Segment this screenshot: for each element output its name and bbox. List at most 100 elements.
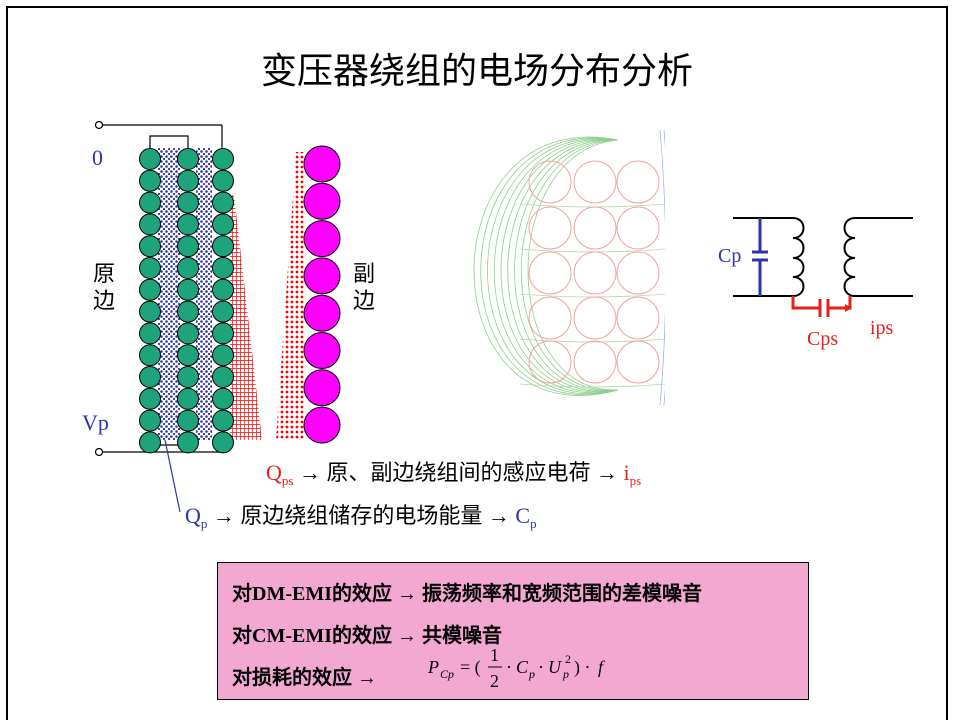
svg-text:1: 1 [490,645,499,665]
field-line [473,136,619,397]
arrow-icon: → [212,503,235,528]
field-conductor [616,340,660,384]
field-conductor [528,206,572,250]
field-line [519,248,665,253]
svg-text:U: U [548,657,562,677]
primary-turn [177,169,199,192]
terminal-vp-label: Vp [82,410,109,435]
cp-capacitor [752,218,768,296]
svg-text:p: p [562,667,569,681]
field-conductor [528,340,572,384]
field-conductor [616,206,660,250]
field-conductor [616,251,660,295]
primary-turn [212,387,234,410]
qp-pointer [164,439,181,513]
field-line [507,139,619,392]
field-conductor [573,160,617,204]
secondary-turn [303,294,341,332]
transformer-circuit [733,217,913,297]
primary-turn [212,344,234,367]
primary-turn [177,300,199,323]
primary-label: 原边 [92,261,115,313]
effect-cm-emi: 对CM-EMI的效应 → 共模噪音 [232,625,502,647]
secondary-turn [303,257,341,295]
qps-annotation: Qps → 原、副边绕组间的感应电荷 → ips [266,460,642,488]
qps-symbol: Qps [266,460,294,488]
secondary-turn [303,332,341,369]
secondary-coils [303,145,341,444]
svg-text:P: P [427,657,439,677]
field-line [676,130,682,405]
field-conductor [573,340,617,384]
qps-charge-dots [276,152,304,440]
primary-turn [139,257,161,279]
primary-turn [212,366,234,388]
primary-turn [139,322,161,345]
primary-turn [139,169,161,192]
svg-text:) ·: ) · [574,657,591,678]
secondary-label: 副边 [352,261,375,313]
effect-loss: 对损耗的效应 → [232,667,377,689]
primary-turn [212,257,234,279]
field-line [680,130,686,405]
secondary-turn [303,182,341,220]
qp-charge-region [158,148,180,440]
svg-text:f: f [598,657,606,677]
secondary-turn [303,406,341,444]
field-line [663,129,665,406]
primary-turn [212,409,234,432]
svg-text:·: · [538,657,544,677]
effects-box: 对DM-EMI的效应 → 振荡频率和宽频范围的差模噪音 对CM-EMI的效应 →… [217,562,809,700]
field-conductor [573,206,617,250]
winding-leads [94,120,223,457]
primary-turn [139,409,161,432]
svg-text:2: 2 [490,671,499,691]
primary-turn [212,148,234,170]
secondary-turn [303,220,341,258]
qps-description: 原、副边绕组间的感应电荷 [326,460,591,485]
field-conductor [528,160,572,204]
svg-text:·: · [506,657,512,677]
primary-turn [139,344,161,367]
primary-turn [139,387,161,410]
field-line [672,130,678,405]
secondary-turn [303,369,341,407]
primary-turn [177,148,199,170]
arrow-icon: → [595,460,618,485]
primary-turn [212,431,234,454]
qp-annotation: Qp → 原边绕组储存的电场能量 → Cp [185,503,537,531]
qps-charge-grid [230,195,262,440]
field-line [659,129,665,406]
primary-turn [139,300,161,323]
qp-symbol: Qp [185,503,208,531]
field-line [500,139,619,393]
field-conductor [528,296,572,340]
primary-turn [212,300,234,323]
primary-turn [212,235,234,258]
field-line [487,138,619,394]
qp-charge-region-2 [196,148,212,440]
field-line [519,338,665,343]
field-line [493,138,619,393]
ips-symbol: ips [623,460,642,488]
primary-turn [139,366,161,388]
primary-turn [139,431,161,454]
terminal-zero-label: 0 [92,145,103,170]
cps-capacitor [791,296,852,317]
primary-turn [212,169,234,192]
cp-label: Cp [718,245,742,267]
field-conductor [616,296,660,340]
slide-frame [6,6,948,720]
primary-turn [177,191,199,214]
field-plot [473,129,686,406]
primary-turn [139,278,161,301]
primary-turn [177,387,199,410]
field-line [519,383,665,388]
ips-label: ips [870,317,894,339]
svg-text:C: C [516,657,529,677]
primary-turn [177,366,199,388]
qp-description: 原边绕组储存的电场能量 [240,503,483,528]
primary-turn [139,191,161,214]
primary-turn [177,235,199,258]
